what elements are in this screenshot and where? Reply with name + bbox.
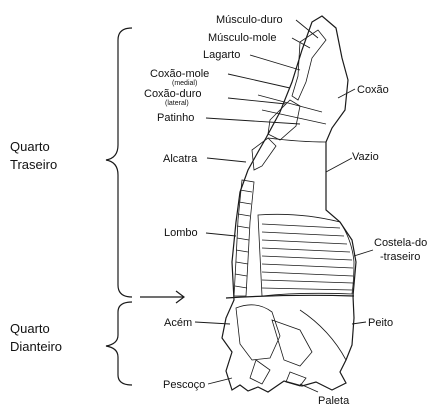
label-paleta: Paleta xyxy=(318,395,350,405)
spine xyxy=(234,180,254,296)
label-coxao-mole: Coxão-mole xyxy=(150,68,209,80)
rear-quarter-label-line2: Traseiro xyxy=(10,157,57,172)
label-musculo-duro: Músculo-duro xyxy=(216,14,283,26)
label-coxao-duro-note: (lateral) xyxy=(165,100,189,107)
label-lombo: Lombo xyxy=(164,227,198,239)
rear-quarter-label-line1: Quarto xyxy=(10,139,50,154)
shoulder-bones xyxy=(236,305,346,386)
label-coxao: Coxão xyxy=(357,84,389,96)
label-pescoco: Pescoço xyxy=(163,379,205,391)
label-lagarto: Lagarto xyxy=(203,49,240,61)
label-costela-line1: Costela-do xyxy=(374,237,427,249)
label-vazio: Vazio xyxy=(352,151,379,163)
rear-quarter-brace xyxy=(106,28,132,297)
label-musculo-mole: Músculo-mole xyxy=(208,32,276,44)
label-costela-line2: -traseiro xyxy=(380,251,420,263)
label-coxao-mole-note: (medial) xyxy=(172,80,197,87)
label-acem: Acém xyxy=(164,317,192,329)
carcass-outline xyxy=(222,16,356,392)
label-coxao-duro: Coxão-duro xyxy=(144,88,201,100)
front-quarter-label-line1: Quarto xyxy=(10,321,50,336)
front-quarter-brace xyxy=(106,302,132,385)
division-arrow xyxy=(140,291,184,303)
label-patinho: Patinho xyxy=(157,112,194,124)
label-peito: Peito xyxy=(368,317,393,329)
rib-cage xyxy=(258,214,354,296)
label-alcatra: Alcatra xyxy=(163,153,198,165)
hind-leg-bones xyxy=(252,30,326,170)
front-quarter-label-line2: Dianteiro xyxy=(10,339,62,354)
